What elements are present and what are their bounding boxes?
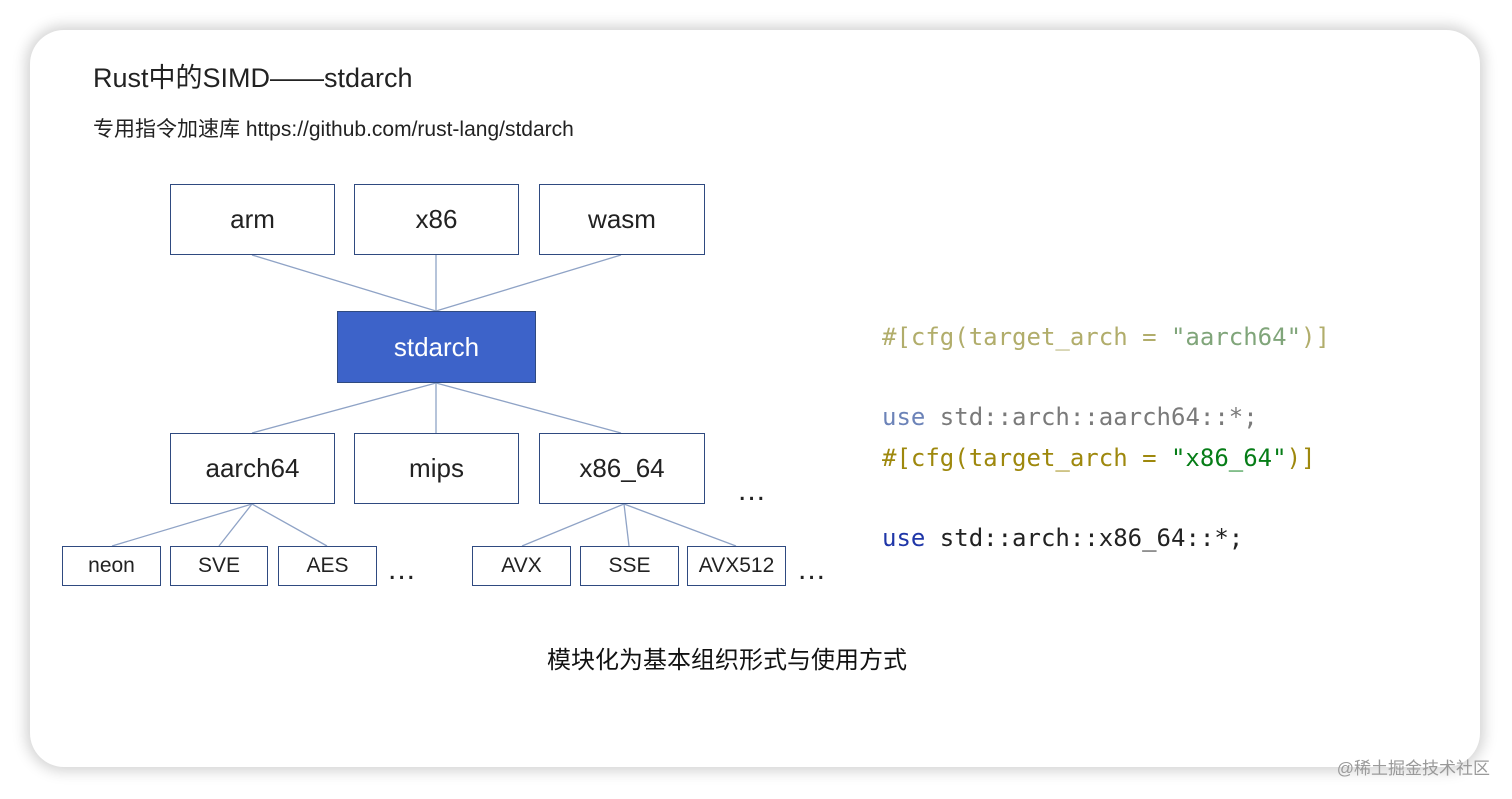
watermark: @稀土掘金技术社区 bbox=[1336, 759, 1490, 778]
diagram-caption: 模块化为基本组织形式与使用方式 bbox=[547, 647, 907, 674]
box-stdarch: stdarch bbox=[337, 311, 536, 383]
code-string: "aarch64" bbox=[1170, 323, 1302, 351]
slide-subtitle: 专用指令加速库 https://github.com/rust-lang/std… bbox=[93, 118, 574, 141]
code-line-cfg-aarch64: #[cfg(target_arch = "aarch64")] bbox=[882, 317, 1330, 357]
box-avx512: AVX512 bbox=[687, 546, 786, 586]
box-sve: SVE bbox=[170, 546, 268, 586]
middle-more-ellipsis: ... bbox=[738, 474, 767, 507]
connector-stdarch-aarch64 bbox=[251, 382, 437, 434]
connector-aarch64-neon bbox=[111, 503, 253, 547]
code-path: std::arch::aarch64::*; bbox=[925, 403, 1258, 431]
box-x86_64: x86_64 bbox=[539, 433, 705, 504]
slide-frame bbox=[30, 30, 1480, 767]
code-attr: #[cfg(target_arch = bbox=[882, 323, 1171, 351]
connector-aarch64-aes bbox=[251, 503, 328, 547]
code-line-cfg-x86_64: #[cfg(target_arch = "x86_64")] bbox=[882, 438, 1315, 478]
box-aarch64: aarch64 bbox=[170, 433, 335, 504]
connector-x86_64-avx bbox=[521, 503, 625, 547]
arm-more-ellipsis: ... bbox=[388, 553, 417, 586]
connector-x86_64-sse bbox=[623, 503, 630, 547]
box-arm: arm bbox=[170, 184, 335, 255]
code-attr-close: )] bbox=[1286, 444, 1316, 472]
code-block-x86_64: #[cfg(target_arch = "x86_64")] use std::… bbox=[882, 398, 1315, 598]
connector-arm-stdarch bbox=[251, 254, 437, 312]
x86-more-ellipsis: ... bbox=[798, 553, 827, 586]
slide-title: Rust中的SIMD——stdarch bbox=[93, 63, 413, 93]
box-x86: x86 bbox=[354, 184, 519, 255]
code-line-use-x86_64: use std::arch::x86_64::*; bbox=[882, 518, 1315, 558]
box-wasm: wasm bbox=[539, 184, 705, 255]
connector-x86_64-avx512 bbox=[623, 503, 737, 547]
box-sse: SSE bbox=[580, 546, 679, 586]
connector-aarch64-sve bbox=[218, 503, 253, 547]
connector-stdarch-x86_64 bbox=[435, 382, 622, 434]
code-block-aarch64: #[cfg(target_arch = "aarch64")] use std:… bbox=[882, 277, 1330, 477]
box-mips: mips bbox=[354, 433, 519, 504]
connector-wasm-stdarch bbox=[435, 254, 622, 312]
code-keyword: use bbox=[882, 403, 926, 431]
box-avx: AVX bbox=[472, 546, 571, 586]
code-path: std::arch::x86_64::*; bbox=[925, 524, 1244, 552]
code-line-use-aarch64: use std::arch::aarch64::*; bbox=[882, 397, 1330, 437]
code-attr-close: )] bbox=[1301, 323, 1330, 351]
box-neon: neon bbox=[62, 546, 161, 586]
code-attr: #[cfg(target_arch = bbox=[882, 444, 1171, 472]
code-string: "x86_64" bbox=[1170, 444, 1287, 472]
code-keyword: use bbox=[882, 524, 926, 552]
box-aes: AES bbox=[278, 546, 377, 586]
